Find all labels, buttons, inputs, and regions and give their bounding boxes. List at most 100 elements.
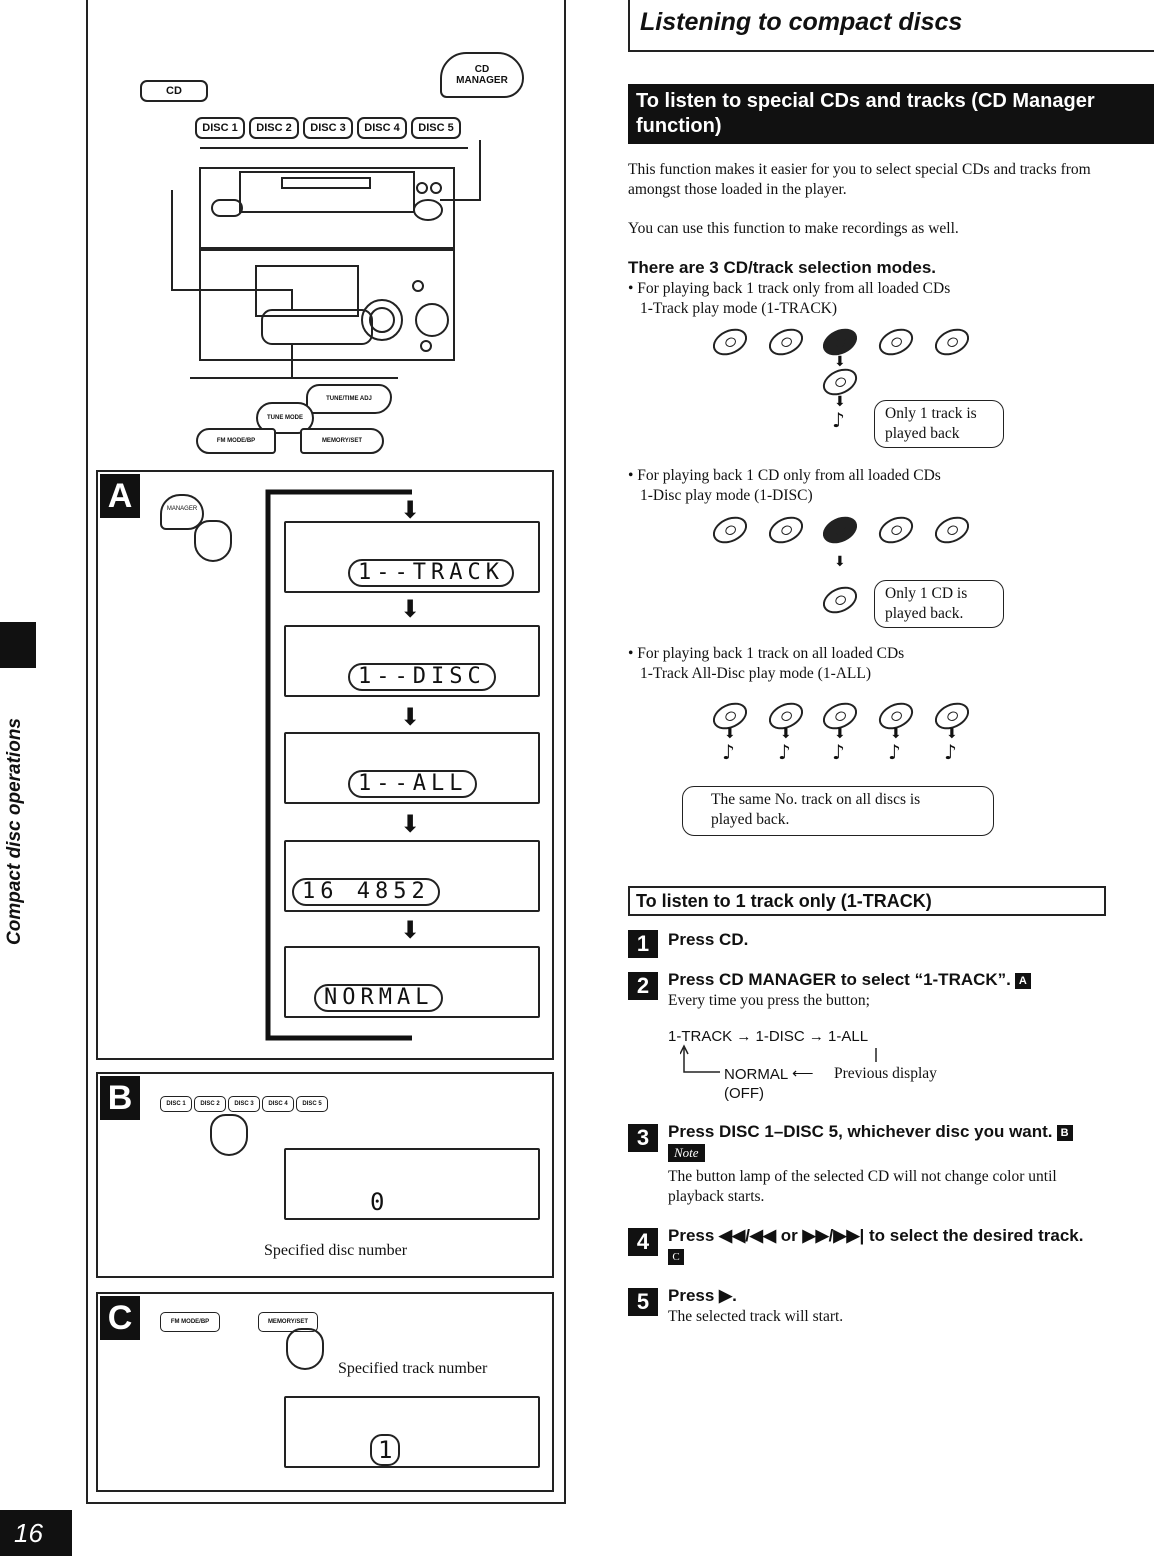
cycle-normal-label: NORMAL — [724, 1066, 789, 1083]
disc2-button[interactable]: DISC 2 — [194, 1096, 226, 1112]
disc-icon — [708, 511, 752, 549]
disc1-button[interactable]: DISC 1 — [195, 117, 245, 139]
section-tab-marker — [0, 622, 36, 668]
next-button[interactable]: MEMORY/SET — [300, 428, 384, 454]
intro-text: This function makes it easier for you to… — [628, 161, 1091, 198]
lcd-display: 0 — [284, 1148, 540, 1220]
finger-icon — [194, 520, 232, 562]
music-note-icon: ♪ — [832, 408, 845, 432]
arrow-down-icon: ⬇ — [400, 703, 421, 731]
step-2-title: Press CD MANAGER to select “1-TRACK”.A — [668, 970, 1031, 990]
arrow-down-icon: ⬇ — [400, 916, 421, 944]
step-4-number: 4 — [628, 1228, 658, 1256]
disc-icon — [764, 511, 808, 549]
arrow-down-icon: ⬇ — [834, 554, 846, 570]
disc-icon — [818, 581, 862, 619]
arrow-down-icon: ⬇ — [400, 810, 421, 838]
music-note-icon: ♪ — [722, 740, 735, 764]
step-2-number: 2 — [628, 972, 658, 1000]
panel-c-letter: C — [100, 1296, 140, 1340]
disc-number-caption: Specified disc number — [264, 1242, 408, 1259]
arrow-down-icon: ⬇ — [890, 726, 902, 742]
cd-manager-press-icon: MANAGER — [160, 494, 204, 530]
mode1-name: 1-Track play mode (1-TRACK) — [640, 300, 838, 317]
step-2-body: Every time you press the button; — [668, 992, 870, 1009]
disc-icon — [930, 323, 974, 361]
arrow-down-icon: ⬇ — [400, 496, 421, 524]
illustration-column — [86, 0, 566, 1504]
lcd-readout: 0 — [370, 1188, 385, 1216]
mode2-bubble: Only 1 CD is played back. — [874, 580, 1004, 628]
disc-icon — [930, 511, 974, 549]
lcd-display: 1--DISC — [284, 625, 540, 697]
disc2-button[interactable]: DISC 2 — [249, 117, 299, 139]
cycle-left-arrow-icon: ⟵ — [792, 1066, 814, 1082]
disc5-button[interactable]: DISC 5 — [411, 117, 461, 139]
mode2-description: • For playing back 1 CD only from all lo… — [628, 467, 941, 484]
lcd-display: 16 4852 — [284, 840, 540, 912]
panel-ref-b: B — [1056, 1124, 1073, 1141]
cycle-off-label: (OFF) — [724, 1085, 764, 1102]
mode-cycle-line: 1-TRACK → 1-DISC → 1-ALL — [668, 1028, 869, 1045]
recording-note: You can use this function to make record… — [628, 220, 959, 237]
disc1-button[interactable]: DISC 1 — [160, 1096, 192, 1112]
disc3-button[interactable]: DISC 3 — [228, 1096, 260, 1112]
title-box: Listening to compact discs — [628, 0, 1154, 52]
play-button[interactable]: TUNE/TIME ADJ — [306, 384, 392, 414]
step-4-title: Press ◀◀/◀◀ or ▶▶/▶▶| to select the desi… — [668, 1226, 1083, 1246]
lcd-readout: 16 4852 — [292, 878, 440, 906]
track-number-caption: Specified track number — [338, 1360, 488, 1377]
lcd-readout: 1--DISC — [348, 663, 496, 691]
music-note-icon: ♪ — [832, 740, 845, 764]
mode2-name: 1-Disc play mode (1-DISC) — [640, 487, 813, 504]
arrow-down-icon: ⬇ — [400, 595, 421, 623]
mode1-bubble: Only 1 track is played back — [874, 400, 1004, 448]
step-4-title-text: Press ◀◀/◀◀ or ▶▶/▶▶| to select the desi… — [668, 1226, 1084, 1245]
step-1-number: 1 — [628, 930, 658, 958]
page-title: Listening to compact discs — [640, 8, 963, 36]
arrow-down-icon: ⬇ — [780, 726, 792, 742]
arrow-down-icon: ⬇ — [834, 354, 846, 370]
cycle-previous-label: Previous display — [834, 1065, 937, 1082]
arrow-down-icon: ⬇ — [724, 726, 736, 742]
next-button[interactable]: MEMORY/SET — [258, 1312, 318, 1332]
stereo-unit-illustration — [171, 140, 481, 379]
music-note-icon: ♪ — [944, 740, 957, 764]
lcd-display: 1 — [284, 1396, 540, 1468]
step-3-title-text: Press DISC 1–DISC 5, whichever disc you … — [668, 1122, 1053, 1141]
cycle-return-arrow — [680, 1044, 877, 1073]
step-5-number: 5 — [628, 1288, 658, 1316]
arrow-down-icon: ⬇ — [834, 726, 846, 742]
panel-ref-c: C — [668, 1248, 684, 1266]
disc5-button[interactable]: DISC 5 — [296, 1096, 328, 1112]
disc4-button[interactable]: DISC 4 — [357, 117, 407, 139]
cd-manager-button[interactable]: CD MANAGER — [440, 52, 524, 98]
panel-ref-c-box: C — [668, 1249, 684, 1266]
step-3-number: 3 — [628, 1124, 658, 1152]
panel-b: B DISC 1 DISC 2 DISC 3 DISC 4 DISC 5 Spe… — [96, 1072, 554, 1278]
panel-a-letter: A — [100, 474, 140, 518]
prev-button[interactable]: FM MODE/BP — [160, 1312, 220, 1332]
disc-icon — [708, 323, 752, 361]
disc-icon — [874, 511, 918, 549]
mode3-name: 1-Track All-Disc play mode (1-ALL) — [640, 665, 872, 682]
disc4-button[interactable]: DISC 4 — [262, 1096, 294, 1112]
arrow-down-icon: ⬇ — [834, 394, 846, 410]
selected-disc-icon — [818, 511, 862, 549]
lcd-readout: 1 — [370, 1434, 401, 1466]
mode3-description: • For playing back 1 track on all loaded… — [628, 645, 905, 662]
lcd-display: NORMAL — [284, 946, 540, 1018]
arrow-down-icon: ⬇ — [946, 726, 958, 742]
cycle-bracket — [265, 489, 412, 1041]
step-3-body: The button lamp of the selected CD will … — [668, 1168, 1057, 1205]
panel-a: A MANAGER — [96, 470, 554, 1060]
modes-heading: There are 3 CD/track selection modes. — [628, 258, 937, 277]
disc-icon — [874, 323, 918, 361]
finger-icon — [210, 1114, 248, 1156]
prev-button[interactable]: FM MODE/BP — [196, 428, 276, 454]
lcd-readout: 1--ALL — [348, 770, 478, 798]
note-label: Note — [668, 1144, 705, 1162]
cd-button[interactable]: CD — [140, 80, 208, 102]
disc3-button[interactable]: DISC 3 — [303, 117, 353, 139]
panel-b-letter: B — [100, 1076, 140, 1120]
